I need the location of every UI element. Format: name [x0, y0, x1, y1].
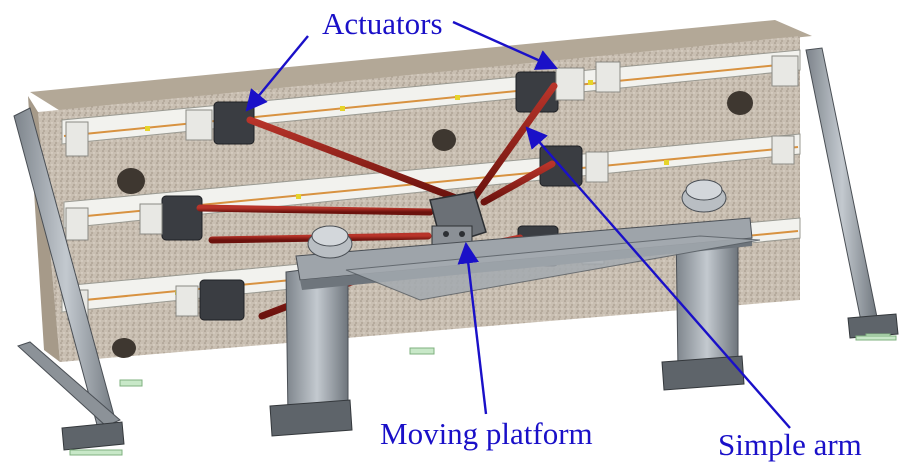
annotation-arrows — [245, 20, 791, 429]
actuator-carriages — [161, 71, 583, 321]
wall-hole — [117, 168, 145, 194]
wall-hole — [432, 129, 456, 151]
actuators-arrow-left — [245, 35, 309, 112]
moving-platform-label: Moving platform — [380, 416, 593, 451]
granite-wall-top — [30, 20, 812, 112]
left-a-frame — [13, 107, 125, 451]
actuators-label: Actuators — [322, 6, 443, 41]
wall-hole — [727, 91, 753, 115]
simple-arm-label: Simple arm — [718, 427, 862, 462]
simple-arm-arrow — [525, 126, 791, 429]
wall-hole — [112, 338, 136, 358]
actuators-arrow-right — [452, 20, 558, 70]
simple-arm-structure — [269, 179, 761, 437]
right-a-frame — [805, 47, 899, 339]
leveling-pads — [69, 333, 897, 456]
moving-platform-arrow — [457, 241, 488, 415]
